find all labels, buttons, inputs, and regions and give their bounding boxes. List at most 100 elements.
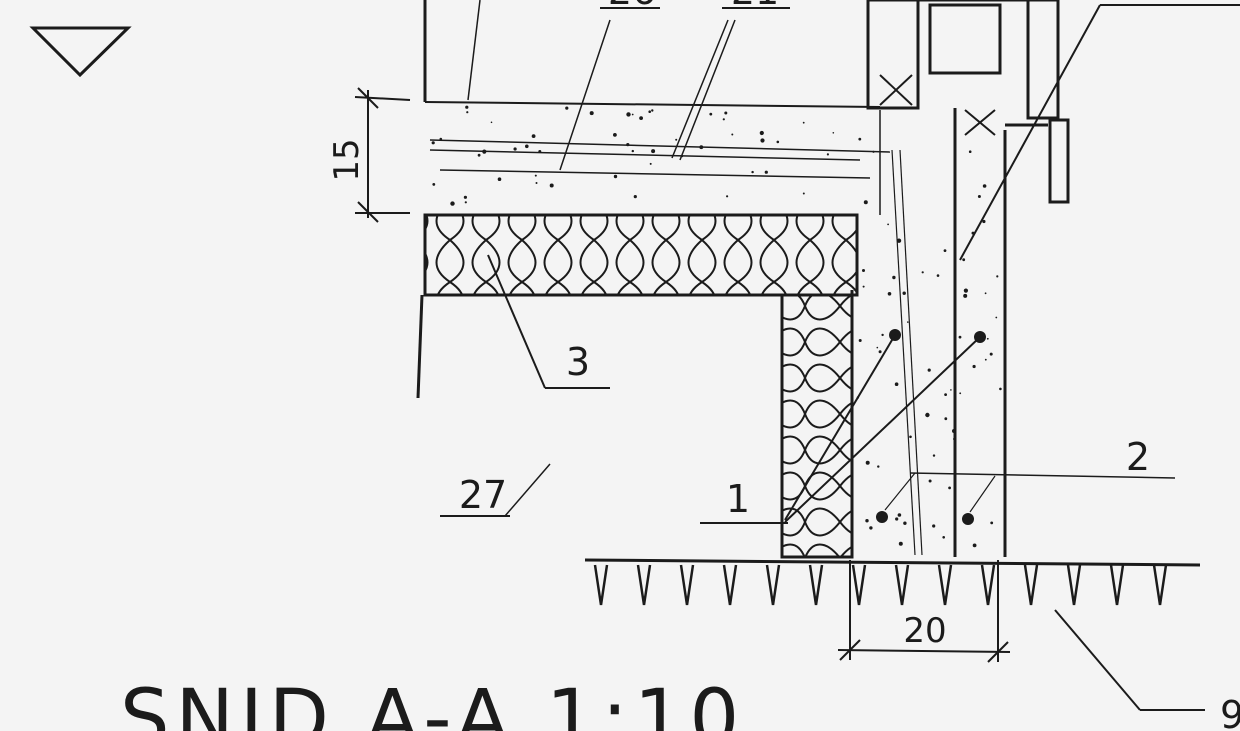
level-triangle-icon xyxy=(29,26,132,78)
concrete-speckle xyxy=(565,106,569,110)
concrete-speckle xyxy=(759,130,764,136)
concrete-speckle xyxy=(699,145,704,150)
concrete-speckle xyxy=(726,195,729,198)
rebars xyxy=(784,329,986,525)
concrete-speckle xyxy=(534,174,537,177)
ground-hatch-tick xyxy=(937,564,953,606)
concrete-speckle xyxy=(450,201,455,206)
dimension-20-text: 20 xyxy=(903,611,946,651)
concrete-speckle xyxy=(631,149,634,153)
ground-hatch-tick xyxy=(636,564,652,606)
ground-line xyxy=(584,558,1201,606)
callout-2: 2 xyxy=(884,435,1176,513)
concrete-speckle xyxy=(972,543,977,548)
concrete-speckle xyxy=(958,335,962,339)
concrete-speckle xyxy=(948,486,951,490)
concrete-speckle xyxy=(724,111,728,115)
concrete-speckle xyxy=(631,113,634,116)
concrete-speckle xyxy=(962,258,966,262)
concrete-speckle xyxy=(722,118,725,121)
callout-3: 3 xyxy=(487,254,610,389)
callout-9: 9 xyxy=(1054,609,1240,731)
concrete-speckle xyxy=(648,110,651,113)
concrete-speckle xyxy=(613,174,618,179)
concrete-speckle xyxy=(942,536,945,539)
ground-hatch-tick xyxy=(765,564,781,606)
concrete-speckle xyxy=(464,201,467,204)
concrete-speckle xyxy=(802,121,805,124)
concrete-speckle xyxy=(432,183,436,186)
dimension-horizontal: 20 xyxy=(837,560,1011,663)
concrete-speckle xyxy=(863,200,868,205)
concrete-speckle xyxy=(776,140,780,144)
concrete-speckle xyxy=(490,121,493,124)
label-21: 21 xyxy=(731,0,779,13)
concrete-speckle xyxy=(982,184,987,188)
insulation-horizontal xyxy=(423,213,859,297)
concrete-speckle xyxy=(826,153,830,156)
ground-hatch-tick xyxy=(808,564,824,606)
label-27: 27 xyxy=(459,473,507,517)
concrete-speckle xyxy=(872,150,875,153)
callout-27: 27 xyxy=(440,463,551,517)
label-9: 9 xyxy=(1220,693,1240,731)
ground-hatch-tick xyxy=(851,564,867,606)
concrete-speckle xyxy=(887,292,892,296)
concrete-speckle xyxy=(525,144,529,149)
concrete-speckle xyxy=(907,321,909,323)
concrete-speckle xyxy=(909,435,912,439)
concrete-speckle xyxy=(802,192,805,195)
concrete-speckle xyxy=(613,133,617,137)
concrete-speckle xyxy=(896,238,902,243)
concrete-speckle xyxy=(865,460,870,465)
concrete-speckle xyxy=(936,274,940,277)
concrete-speckle xyxy=(953,438,955,440)
concrete-speckle xyxy=(963,293,968,298)
concrete-speckle xyxy=(531,134,536,139)
concrete-speckle xyxy=(626,112,631,117)
concrete-speckle xyxy=(898,541,903,546)
concrete-speckles xyxy=(431,105,1002,548)
concrete-speckle xyxy=(897,513,902,517)
concrete-speckle xyxy=(858,137,862,141)
concrete-speckle xyxy=(982,219,986,224)
concrete-speckle xyxy=(856,396,860,399)
concrete-speckle xyxy=(894,382,899,387)
ground-hatch-tick xyxy=(980,564,996,606)
concrete-speckle xyxy=(999,387,1002,391)
label-3: 3 xyxy=(566,340,590,384)
concrete-speckle xyxy=(463,195,467,199)
concrete-speckle xyxy=(877,465,880,468)
concrete-speckle xyxy=(932,524,936,528)
label-2: 2 xyxy=(1126,435,1150,479)
concrete-speckle xyxy=(878,350,882,354)
concrete-speckle xyxy=(984,358,987,361)
concrete-speckle xyxy=(986,337,989,340)
concrete-speckle xyxy=(963,288,969,293)
ground-hatch-tick xyxy=(1023,564,1039,606)
ground-hatch-tick xyxy=(722,564,738,606)
dimension-vertical: 15 xyxy=(327,87,411,223)
ground-hatch-tick xyxy=(1109,564,1125,606)
concrete-speckle xyxy=(876,346,879,349)
label-26: 26 xyxy=(608,0,656,13)
concrete-speckle xyxy=(535,182,538,184)
concrete-speckle xyxy=(921,271,924,274)
concrete-speckle xyxy=(895,517,899,521)
concrete-speckle xyxy=(709,112,713,116)
concrete-speckle xyxy=(466,111,469,114)
concrete-speckle xyxy=(972,364,976,369)
concrete-speckle xyxy=(943,249,947,253)
concrete-speckle xyxy=(651,149,656,154)
callout-1: 1 xyxy=(700,477,788,524)
concrete-speckle xyxy=(431,141,435,145)
concrete-speckle xyxy=(959,392,962,395)
concrete-speckle xyxy=(968,150,972,153)
concrete-speckle xyxy=(977,195,981,198)
ground-hatch-tick xyxy=(593,564,609,606)
ground-hatch-tick xyxy=(894,564,910,606)
concrete-speckle xyxy=(764,170,768,174)
callout-top: 26 21 xyxy=(600,0,790,13)
concrete-speckle xyxy=(892,275,896,280)
concrete-speckle xyxy=(903,521,907,525)
